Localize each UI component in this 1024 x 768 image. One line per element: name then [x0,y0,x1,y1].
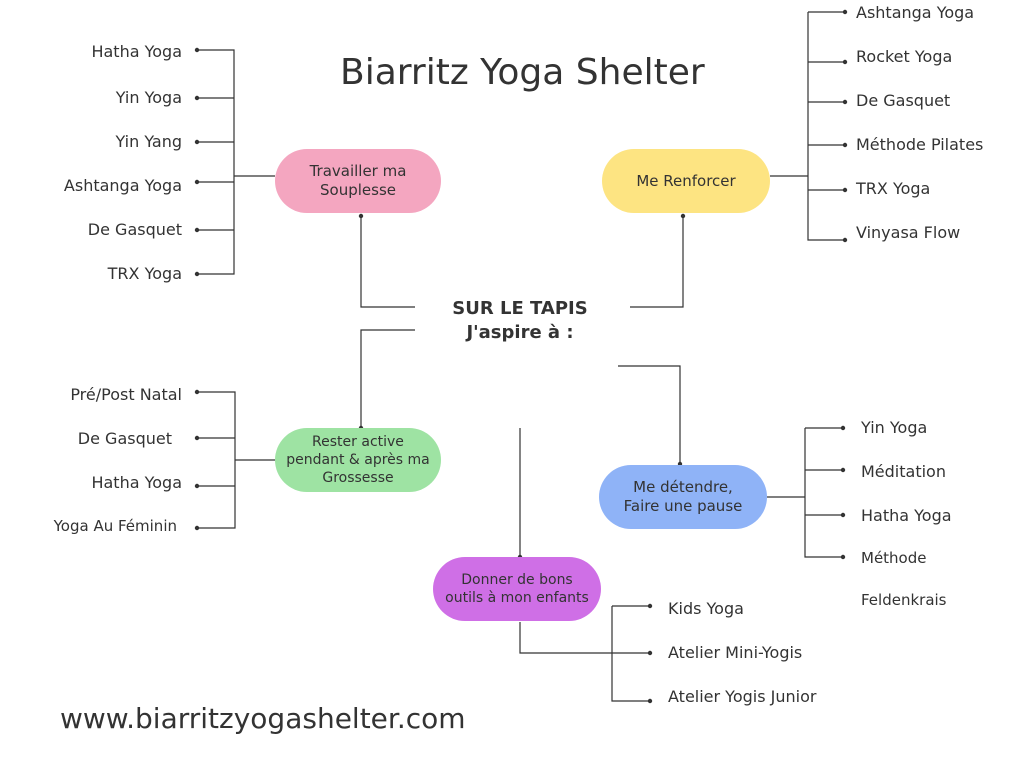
renforcer-item: De Gasquet [856,91,951,110]
grossesse-item: Hatha Yoga [91,473,182,492]
connector-enfants-items [519,605,650,702]
node-enfants-label: Donner de bons outils à mon enfants [445,572,589,606]
souplesse-item: Yin Yoga [115,88,182,107]
node-detendre: Me détendre, Faire une pause [599,465,767,529]
page-title: Biarritz Yoga Shelter [340,52,705,93]
detendre-item: Méthode [861,549,927,567]
grossesse-item: Yoga Au Féminin [53,517,177,535]
center-line-1: SUR LE TAPIS [452,298,588,319]
souplesse-item: Ashtanga Yoga [63,176,182,195]
enfants-item: Kids Yoga [668,599,744,618]
connector-center-grossesse [360,329,415,428]
souplesse-item: TRX Yoga [107,264,182,283]
souplesse-item: Hatha Yoga [91,42,182,61]
node-grossesse: Rester active pendant & après ma Grosses… [275,428,441,492]
node-renforcer-label: Me Renforcer [636,171,736,190]
grossesse-item: Pré/Post Natal [70,385,182,404]
connector-renforcer-items [770,11,845,241]
connector-center-souplesse [360,216,415,308]
grossesse-item: De Gasquet [77,429,172,448]
detendre-item: Méditation [861,462,946,481]
connector-detendre-items [767,427,843,558]
connector-center-renforcer [630,216,684,308]
node-souplesse-label: Travailler ma Souplesse [309,162,407,199]
node-souplesse: Travailler ma Souplesse [275,149,441,213]
enfants-item: Atelier Yogis Junior [668,687,817,706]
connector-center-detendre [618,365,681,464]
center-node: SUR LE TAPIS J'aspire à : [430,297,610,345]
renforcer-item: Vinyasa Flow [856,223,961,242]
center-line-2: J'aspire à : [466,322,574,343]
detendre-item: Feldenkrais [861,591,947,609]
enfants-item: Atelier Mini-Yogis [668,643,803,662]
renforcer-item: Rocket Yoga [856,47,953,66]
souplesse-item: Yin Yang [115,132,182,151]
renforcer-item: TRX Yoga [856,179,931,198]
connector-grossesse-items [197,391,275,529]
renforcer-item: Méthode Pilates [856,135,984,154]
node-enfants: Donner de bons outils à mon enfants [433,557,601,621]
souplesse-item: De Gasquet [87,220,182,239]
node-renforcer: Me Renforcer [602,149,770,213]
detendre-item: Hatha Yoga [861,506,952,525]
connector-souplesse-items [197,49,275,275]
website-url: www.biarritzyogashelter.com [60,702,466,735]
node-detendre-label: Me détendre, Faire une pause [623,478,743,515]
renforcer-item: Ashtanga Yoga [856,3,975,22]
detendre-item: Yin Yoga [861,418,928,437]
node-grossesse-label: Rester active pendant & après ma Grosses… [286,434,430,486]
